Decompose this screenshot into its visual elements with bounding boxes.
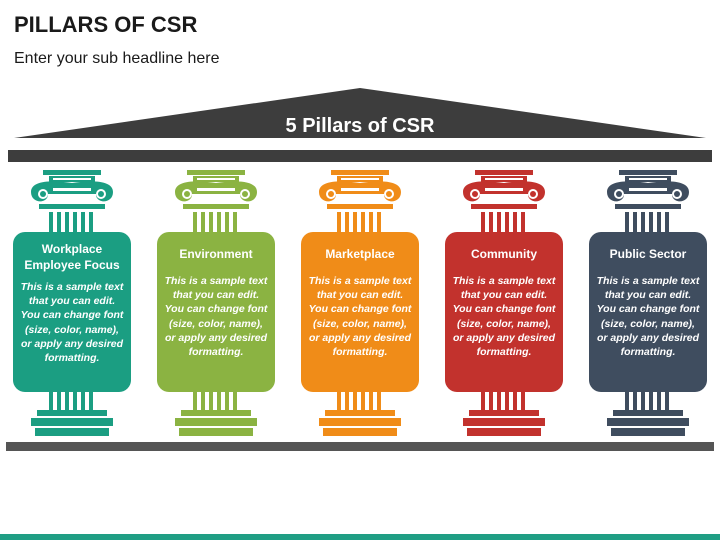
roof-beam [8, 150, 712, 162]
slide-subtitle: Enter your sub headline here [14, 50, 220, 67]
pillar-column-shape [607, 170, 689, 436]
pillar-text: This is a sample text that you can edit.… [164, 275, 268, 359]
pillar-heading: Workplace Employee Focus [24, 242, 120, 272]
pillar-column-shape [463, 170, 545, 436]
pillar-column-shape [31, 170, 113, 436]
pillar-heading: Community [471, 247, 537, 261]
pillar-heading: Environment [179, 247, 253, 261]
temple-base [6, 442, 714, 451]
pillar-heading: Public Sector [609, 247, 687, 261]
roof-pediment [14, 88, 706, 138]
pillar-text: This is a sample text that you can edit.… [20, 281, 124, 365]
pillar-column-shape [175, 170, 257, 436]
pillar-text: This is a sample text that you can edit.… [452, 275, 556, 359]
roof-label: 5 Pillars of CSR [286, 115, 435, 137]
slide-title: PILLARS OF CSR [14, 12, 198, 37]
pillar-column-shape [319, 170, 401, 436]
pillar-text: This is a sample text that you can edit.… [596, 275, 700, 359]
bottom-accent-bar [0, 534, 720, 540]
pillar-heading: Marketplace [325, 247, 395, 261]
pillar-text: This is a sample text that you can edit.… [308, 275, 412, 359]
